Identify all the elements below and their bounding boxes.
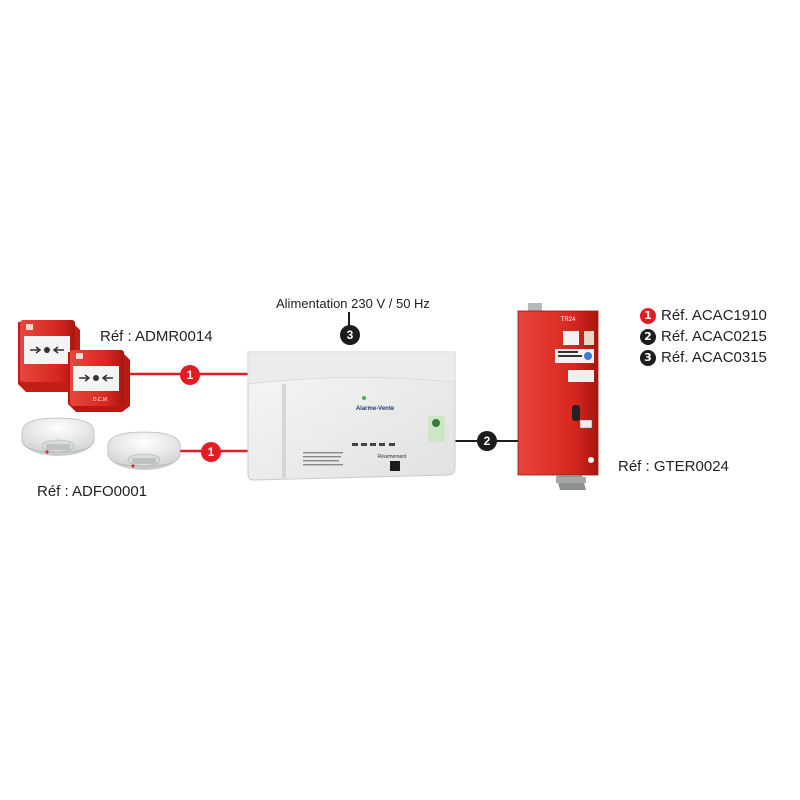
link-badge-3: 3 [340,325,360,345]
release-unit-ref: Réf : GTER0024 [618,458,729,475]
key-lock-icon [572,405,580,421]
release-info-panel [568,370,594,382]
call-point-text: D.C.M [93,397,107,403]
smoke-detector-1 [21,417,95,456]
release-window-2 [584,331,594,345]
reset-button [390,461,400,471]
legend-text-3: Réf. ACAC0315 [661,349,767,366]
link-badge-3-num: 3 [347,328,354,342]
link-badge-2-num: 2 [484,434,491,448]
link-badge-1-top-num: 1 [187,368,194,382]
panel-info-lines [303,452,343,466]
smoke-detector-2 [107,431,181,470]
legend-badge-3: 3 [640,349,656,366]
manual-call-point-1 [18,320,80,392]
power-label: Alimentation 230 V / 50 Hz [276,296,430,311]
control-panel: Alarme-Vente Réarmement [247,351,456,481]
legend-badge-1: 1 [640,307,656,324]
legend-item-2: 2 Réf. ACAC0215 [640,326,767,347]
panel-brand: Alarme-Vente [356,406,395,412]
manual-call-point-ref: Réf : ADMR0014 [100,328,213,345]
legend-text-2: Réf. ACAC0215 [661,328,767,345]
legend-text-1: Réf. ACAC1910 [661,307,767,324]
panel-indicator-row [352,443,395,446]
legend-item-1: 1 Réf. ACAC1910 [640,305,767,326]
manual-call-point-2: D.C.M [68,350,130,412]
release-title: TR24 [561,317,576,323]
smoke-detector-ref: Réf : ADFO0001 [37,483,148,500]
link-badge-1-bottom-num: 1 [208,445,215,459]
power-led-icon [362,396,366,400]
release-unit: TR24 [517,303,599,490]
link-badge-1-top: 1 [180,365,200,385]
legend-badge-2: 2 [640,328,656,345]
cable-legend: 1 Réf. ACAC1910 2 Réf. ACAC0215 3 Réf. A… [640,305,767,368]
reset-label: Réarmement [378,454,408,460]
link-badge-1-bottom: 1 [201,442,221,462]
link-badge-2: 2 [477,431,497,451]
legend-item-3: 3 Réf. ACAC0315 [640,347,767,368]
release-window-1 [563,331,579,345]
